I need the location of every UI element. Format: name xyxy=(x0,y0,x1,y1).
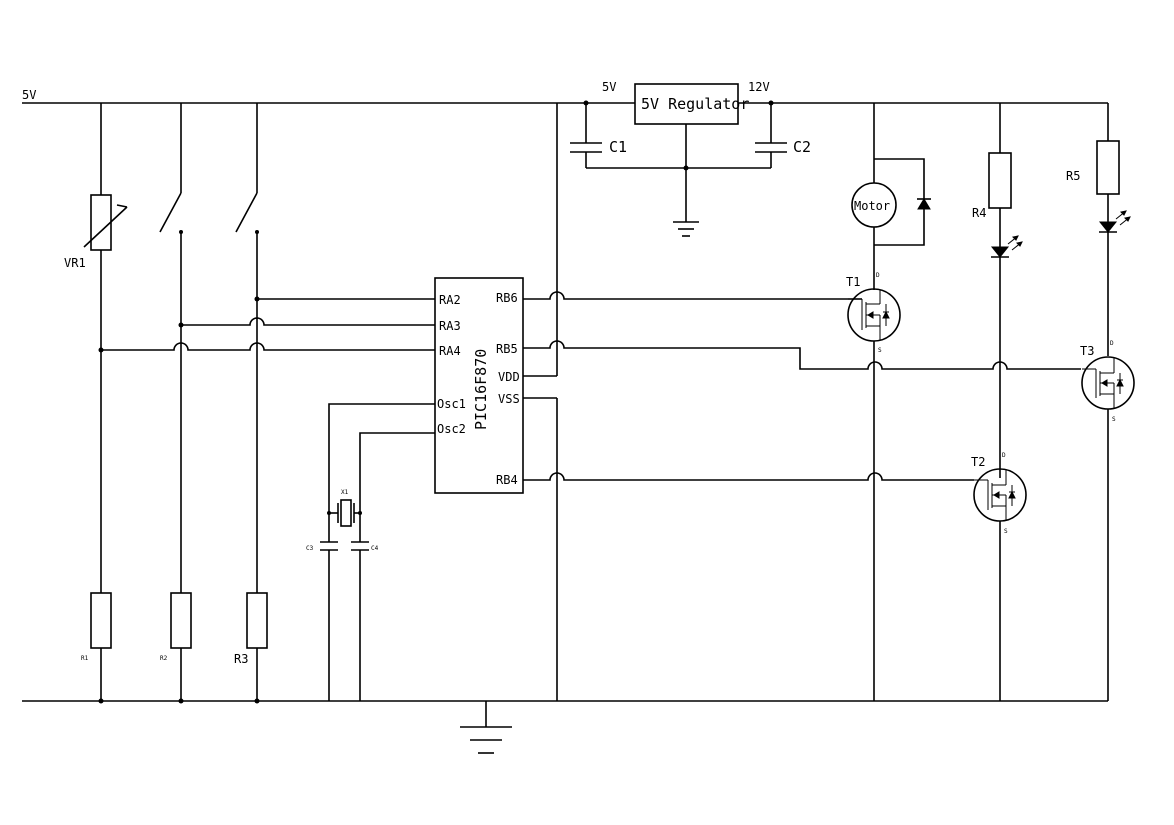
vr1-label: VR1 xyxy=(64,256,86,270)
resistor-r3: R3 xyxy=(234,592,268,701)
mcu-name: PIC16F870 xyxy=(472,349,490,430)
pin-ra4: RA4 xyxy=(439,344,461,358)
switch-1 xyxy=(159,103,183,593)
r4-label: R4 xyxy=(972,206,986,220)
resistor-r2: R2 xyxy=(160,592,192,701)
pin-rb6: RB6 xyxy=(496,291,518,305)
pin-rb4: RB4 xyxy=(496,473,518,487)
crystal-label: X1 xyxy=(341,489,349,496)
t1-source: S xyxy=(878,347,882,354)
t3-source: S xyxy=(1112,416,1116,423)
regulator-output-label: 12V xyxy=(748,80,770,94)
supply-rail: 5V xyxy=(22,88,1108,104)
regulator-input-label: 5V xyxy=(602,80,616,94)
pin-ra2: RA2 xyxy=(439,293,461,307)
r3-label: R3 xyxy=(234,652,248,666)
led-1 xyxy=(990,235,1023,478)
mosfet-t2: T2 D S xyxy=(971,452,1027,701)
pin-osc1: Osc1 xyxy=(437,397,466,411)
resistor-r5: R5 xyxy=(1066,103,1120,222)
r5-label: R5 xyxy=(1066,169,1080,183)
led-2 xyxy=(1098,210,1131,356)
t1-label: T1 xyxy=(846,275,860,289)
t2-source: S xyxy=(1004,528,1008,535)
c2-label: C2 xyxy=(793,138,811,156)
potentiometer-vr1: VR1 xyxy=(64,103,128,593)
resistor-r4: R4 xyxy=(972,103,1012,247)
t3-drain: D xyxy=(1110,340,1114,347)
ground-rail xyxy=(22,700,1108,754)
t2-drain: D xyxy=(1002,452,1006,459)
capacitor-c3: C3 xyxy=(306,541,338,552)
mosfet-t3: T3 D S xyxy=(1080,340,1135,701)
pin-vss: VSS xyxy=(498,392,520,406)
t1-drain: D xyxy=(876,272,880,279)
flyback-diode xyxy=(874,158,931,246)
capacitor-c4: C4 xyxy=(351,541,379,552)
c3-label: C3 xyxy=(306,545,314,552)
motor-label: Motor xyxy=(854,199,890,213)
resistor-r1: R1 xyxy=(81,592,112,701)
capacitor-c1: C1 xyxy=(570,103,627,168)
r2-label: R2 xyxy=(160,655,168,662)
r1-label: R1 xyxy=(81,655,89,662)
input-wires xyxy=(98,296,435,353)
pin-osc2: Osc2 xyxy=(437,422,466,436)
capacitor-c2: C2 xyxy=(755,103,811,168)
crystal-oscillator: X1 xyxy=(327,403,435,701)
t3-label: T3 xyxy=(1080,344,1094,358)
junction-dots xyxy=(98,100,774,704)
motor: Motor xyxy=(851,103,897,290)
c4-label: C4 xyxy=(371,545,379,552)
switch-2 xyxy=(235,103,259,593)
microcontroller: PIC16F870 RA2 RA3 RA4 Osc1 Osc2 RB6 RB5 … xyxy=(434,277,524,494)
c1-label: C1 xyxy=(609,138,627,156)
pin-rb5: RB5 xyxy=(496,342,518,356)
pin-vdd: VDD xyxy=(498,370,520,384)
supply-rail-label: 5V xyxy=(22,88,36,102)
voltage-regulator: 5V Regulator 5V 12V xyxy=(586,80,771,237)
t2-label: T2 xyxy=(971,455,985,469)
pin-ra3: RA3 xyxy=(439,319,461,333)
mcu-output-wires xyxy=(523,103,1081,701)
mosfet-t1: T1 D S xyxy=(846,272,901,701)
regulator-label: 5V Regulator xyxy=(641,95,749,113)
